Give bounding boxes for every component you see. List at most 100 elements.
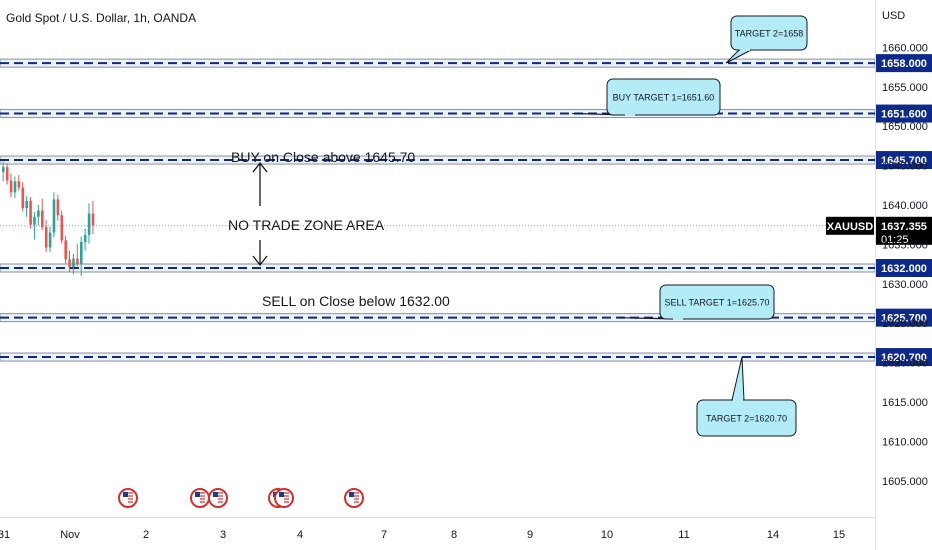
time-tick-label: 31 [0,529,10,541]
flag-ring [190,488,210,508]
callout-box [659,284,775,320]
callout-box [730,15,808,51]
level-axis-badge [876,348,932,367]
candle-body [41,210,44,228]
time-tick-label: 2 [143,529,149,541]
buy-annotation: BUY on Close above 1645.70 [231,149,415,165]
candle [48,227,52,253]
candle-body [48,232,52,248]
time-tick-label: 15 [833,529,845,541]
arrow-down-head [252,255,268,267]
level-axis-badge [876,151,932,170]
candle-body [52,199,56,233]
time-tick-label: 9 [527,529,533,541]
candle [9,173,13,198]
level-axis-label: 1658.000 [881,58,927,70]
price-level: 1645.700 [0,151,932,170]
level-axis-badge [876,259,932,277]
target-callout: TARGET 2=1620.70 [696,356,797,437]
flag-ring [344,488,364,508]
candle-body [33,216,36,225]
level-axis-label: 1632.000 [881,263,927,275]
current-price-label: 1637.355 [881,221,927,233]
time-tick-label: Nov [60,529,80,541]
callout-box [696,399,797,437]
price-level: 1658.000 [0,54,932,73]
candle [25,196,28,217]
candle [2,161,5,182]
flag-canton [279,492,284,497]
callout-label: BUY TARGET 1=1651.60 [613,93,715,103]
candle-body [9,180,13,193]
level-axis-badge [876,54,932,73]
candle-body [91,213,95,226]
candle-body [56,199,60,216]
candle [29,197,32,229]
callout-pointer [731,356,745,401]
price-tick-label: 1625.000 [882,318,928,330]
flag-ring [274,488,294,508]
chart-title: Gold Spot / U.S. Dollar, 1h, OANDA [6,11,197,25]
candle-body [5,167,9,181]
candle-body [80,241,83,265]
candle-body [2,167,5,172]
target-callout: TARGET 2=1658 [725,15,808,64]
price-level: 1620.700 [0,348,932,367]
currency-label: USD [882,10,906,22]
candle [13,176,17,198]
candle-body [87,213,91,235]
candle [60,210,64,244]
time-tick-label: 3 [220,529,226,541]
candle [44,219,48,253]
candle-body [44,227,48,248]
level-axis-badge [876,308,932,327]
level-axis-label: 1620.700 [881,352,927,364]
candle [83,228,87,251]
countdown-label: 01:25 [881,234,909,246]
price-tick-label: 1615.000 [882,397,928,409]
candle [87,203,91,244]
event-flag-icon [344,488,364,508]
annotations: BUY on Close above 1645.70 NO TRADE ZONE … [228,149,450,309]
no-trade-annotation: NO TRADE ZONE AREA [228,217,385,233]
candle [17,175,21,191]
candle [52,192,56,238]
price-tick-label: 1620.000 [882,358,928,370]
level-axis-label: 1645.700 [881,155,927,167]
price-tick-label: 1640.000 [882,200,928,212]
time-tick-label: 4 [297,529,303,541]
flag-canton [213,492,218,497]
candle-body [21,187,25,209]
candlestick-series [2,161,95,276]
price-tick-label: 1635.000 [882,239,928,251]
candle [33,212,36,240]
candle [68,250,71,272]
candle-body [37,210,40,217]
candle [64,235,67,265]
candle [56,194,60,221]
target-callout: SELL TARGET 1=1625.70 [617,284,775,320]
event-flag-icon [118,488,138,508]
callout-label: TARGET 2=1620.70 [706,414,787,424]
time-tick-label: 8 [451,529,457,541]
price-level: 1625.700 [0,308,932,327]
flag-ring [118,488,138,508]
candle [21,182,25,212]
candle-body [83,234,87,242]
price-tick-label: 1650.000 [882,121,928,133]
price-tick-label: 1630.000 [882,279,928,291]
symbol-label: XAUUSD [827,221,874,233]
sell-annotation: SELL on Close below 1632.00 [262,293,450,309]
candle [41,198,44,231]
price-tick-label: 1655.000 [882,82,928,94]
candle-body [13,181,17,193]
candle [76,244,79,267]
candle [5,163,9,185]
time-tick-label: 14 [767,529,779,541]
target-callout: BUY TARGET 1=1651.60 [571,78,721,116]
time-tick-label: 10 [601,529,613,541]
